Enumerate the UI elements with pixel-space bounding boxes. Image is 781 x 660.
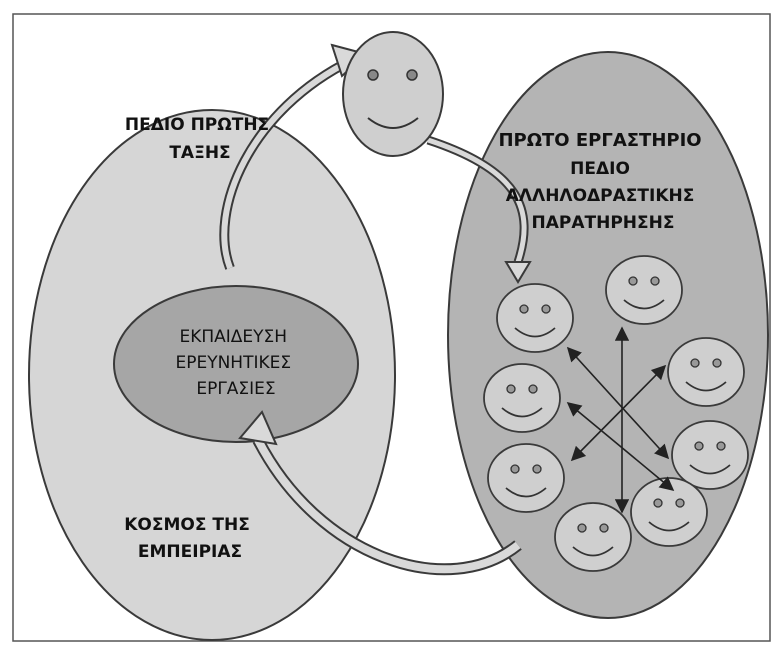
inner-ellipse-line: ΕΡΓΑΣΙΕΣ — [196, 379, 275, 399]
inner-ellipse-line: ΕΡΕΥΝΗΤΙΚΕΣ — [175, 353, 291, 373]
inner-ellipse-text: ΕΚΠΑΙΔΕΥΣΗ ΕΡΕΥΝΗΤΙΚΕΣ ΕΡΓΑΣΙΕΣ — [175, 327, 296, 399]
left-field-bottom-line: ΕΜΠΕΙΡΙΑΣ — [138, 542, 242, 562]
right-field-title-line: ΠΑΡΑΤΗΡΗΣΗΣ — [532, 213, 675, 233]
left-field-title-line: ΠΕΔΙΟ ΠΡΩΤΗΣ — [125, 115, 269, 135]
curved-arrow-to-lab-head — [504, 261, 532, 284]
lab-smiley-face — [667, 337, 745, 407]
interaction-arrows — [566, 326, 675, 514]
right-field-title: ΠΡΩΤΟ ΕΡΓΑΣΤΗΡΙΟ ΠΕΔΙΟ ΑΛΛΗΛΟΔΡΑΣΤΙΚΗΣ Π… — [498, 130, 707, 233]
curved-arrow-to-training-head — [238, 410, 278, 446]
lab-smiley-face — [671, 420, 749, 490]
lab-smiley-face — [487, 443, 565, 513]
curved-arrow-to-training-shaft — [254, 438, 521, 574]
inner-ellipse-line: ΕΚΠΑΙΔΕΥΣΗ — [179, 327, 287, 347]
left-field-title: ΠΕΔΙΟ ΠΡΩΤΗΣ ΤΑΞΗΣ — [125, 115, 275, 163]
right-field-title-line: ΠΕΔΙΟ — [570, 159, 630, 179]
lab-smiley-face — [554, 502, 632, 572]
right-field-title-line: ΑΛΛΗΛΟΔΡΑΣΤΙΚΗΣ — [506, 186, 695, 206]
inner-ellipse — [113, 285, 359, 443]
left-field-title-line: ΤΑΞΗΣ — [169, 143, 230, 163]
left-field-bottom-label: ΚΟΣΜΟΣ ΤΗΣ ΕΜΠΕΙΡΙΑΣ — [124, 515, 256, 562]
lab-smiley-face — [605, 255, 683, 325]
curved-arrow-to-lab-shaft — [427, 137, 527, 263]
top-smiley-face — [342, 31, 444, 157]
lab-faces-group — [483, 255, 749, 572]
lab-smiley-face — [496, 283, 574, 353]
curved-arrow-to-face-shaft — [221, 57, 354, 270]
left-field-bottom-line: ΚΟΣΜΟΣ ΤΗΣ — [124, 515, 250, 535]
lab-smiley-face — [483, 363, 561, 433]
right-field-title-line: ΠΡΩΤΟ ΕΡΓΑΣΤΗΡΙΟ — [498, 130, 701, 151]
lab-smiley-face — [630, 477, 708, 547]
